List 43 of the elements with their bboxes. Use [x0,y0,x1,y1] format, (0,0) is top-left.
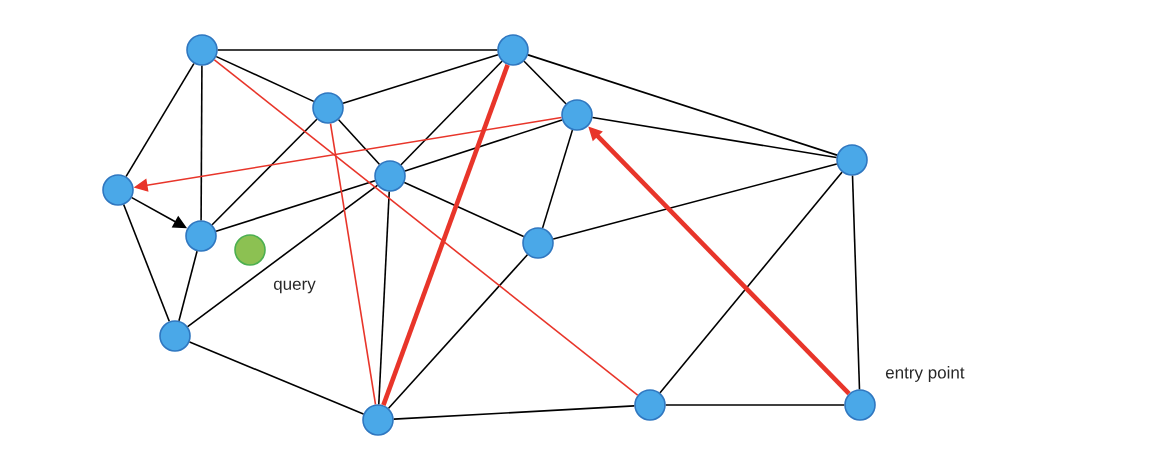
edge-line [337,118,381,166]
node-circle [561,99,593,131]
edge-line [215,180,376,232]
edge-line [377,191,391,406]
edge-line [400,60,503,166]
edge-line [527,54,838,156]
edge-line [392,405,636,420]
node-circle [362,404,394,436]
edge-line [122,203,171,323]
edge-line [659,171,843,394]
node-circle [497,34,529,66]
edge-line [125,62,195,178]
edge-line [591,116,838,159]
node-circle [102,174,134,206]
edge-line [665,404,845,406]
edge-line [523,60,567,105]
node-label: entry point [885,366,965,382]
node-circle [185,220,217,252]
edge-line [213,59,639,396]
edge-line [404,119,563,172]
node-circle [522,227,554,259]
edge-line [851,175,861,390]
edge-line [342,53,499,105]
node-circle [159,320,191,352]
edge-line [178,250,198,322]
edge-line [552,163,838,240]
edge-line [200,65,203,221]
edge-line [211,118,318,226]
edge-line [186,184,379,328]
edge-line [403,181,525,238]
node-circle [836,144,868,176]
node-circle [634,389,666,421]
edge-line [329,122,377,406]
edge-line [217,49,498,51]
edge-line [215,55,315,103]
edge-line [387,253,529,410]
edge-line [188,341,365,415]
node-circle [312,92,344,124]
node-label: query [273,280,316,294]
node-circle [186,34,218,66]
edge-line [381,64,510,406]
edge-line [541,129,574,229]
node-circle [374,160,406,192]
